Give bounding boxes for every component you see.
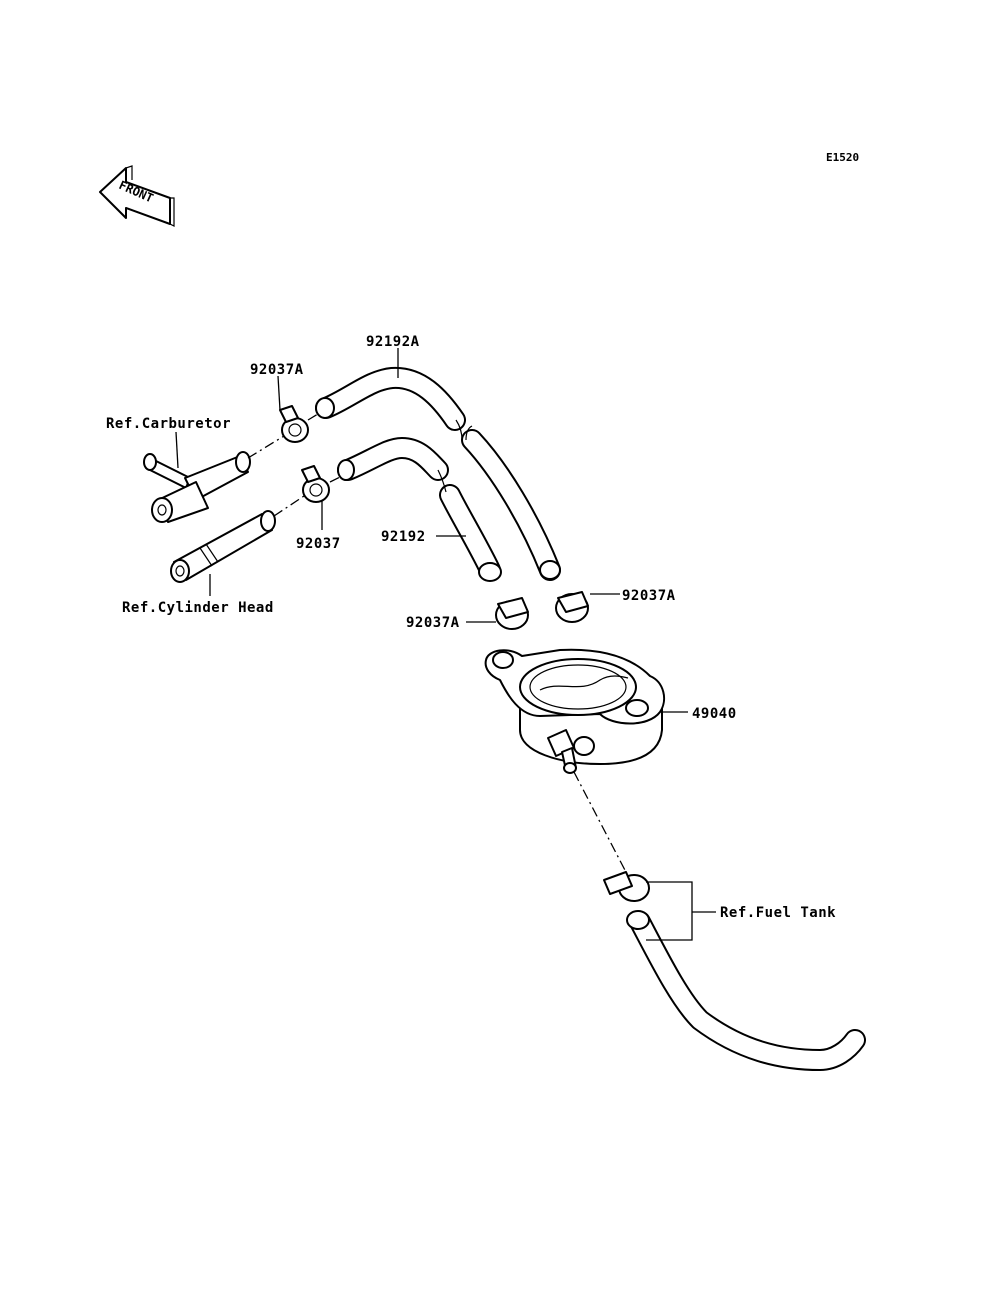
fuel-pump-49040 [484, 648, 666, 774]
label-92037: 92037 [296, 536, 341, 552]
clamp-92037 [301, 465, 330, 503]
hose-92192 [337, 437, 502, 582]
cylinder-head-pipe [170, 510, 276, 583]
label-92037A-left: 92037A [406, 615, 460, 631]
connection-lines [247, 413, 629, 877]
clamp-92037A-left [495, 597, 529, 630]
label-92192: 92192 [381, 529, 426, 545]
label-92037A-top: 92037A [250, 362, 304, 378]
carburetor-fitting [143, 451, 251, 523]
clamp-92037A-right [555, 591, 589, 623]
diagram-code: E1520 [826, 151, 859, 164]
label-ref-fuel-tank: Ref.Fuel Tank [720, 905, 836, 921]
clamp-fuel-tank [603, 871, 650, 902]
clamp-92037A-top [279, 405, 309, 443]
label-49040: 49040 [692, 706, 737, 722]
label-ref-cylinder-head: Ref.Cylinder Head [122, 600, 274, 616]
leader-lines [175, 348, 716, 941]
label-ref-carburetor: Ref.Carburetor [106, 416, 231, 432]
fuel-tank-hose [626, 910, 866, 1071]
label-92192A: 92192A [366, 334, 420, 350]
label-92037A-right: 92037A [622, 588, 676, 604]
front-arrow-icon: FRONT [99, 165, 175, 227]
hose-92192A [315, 366, 561, 581]
